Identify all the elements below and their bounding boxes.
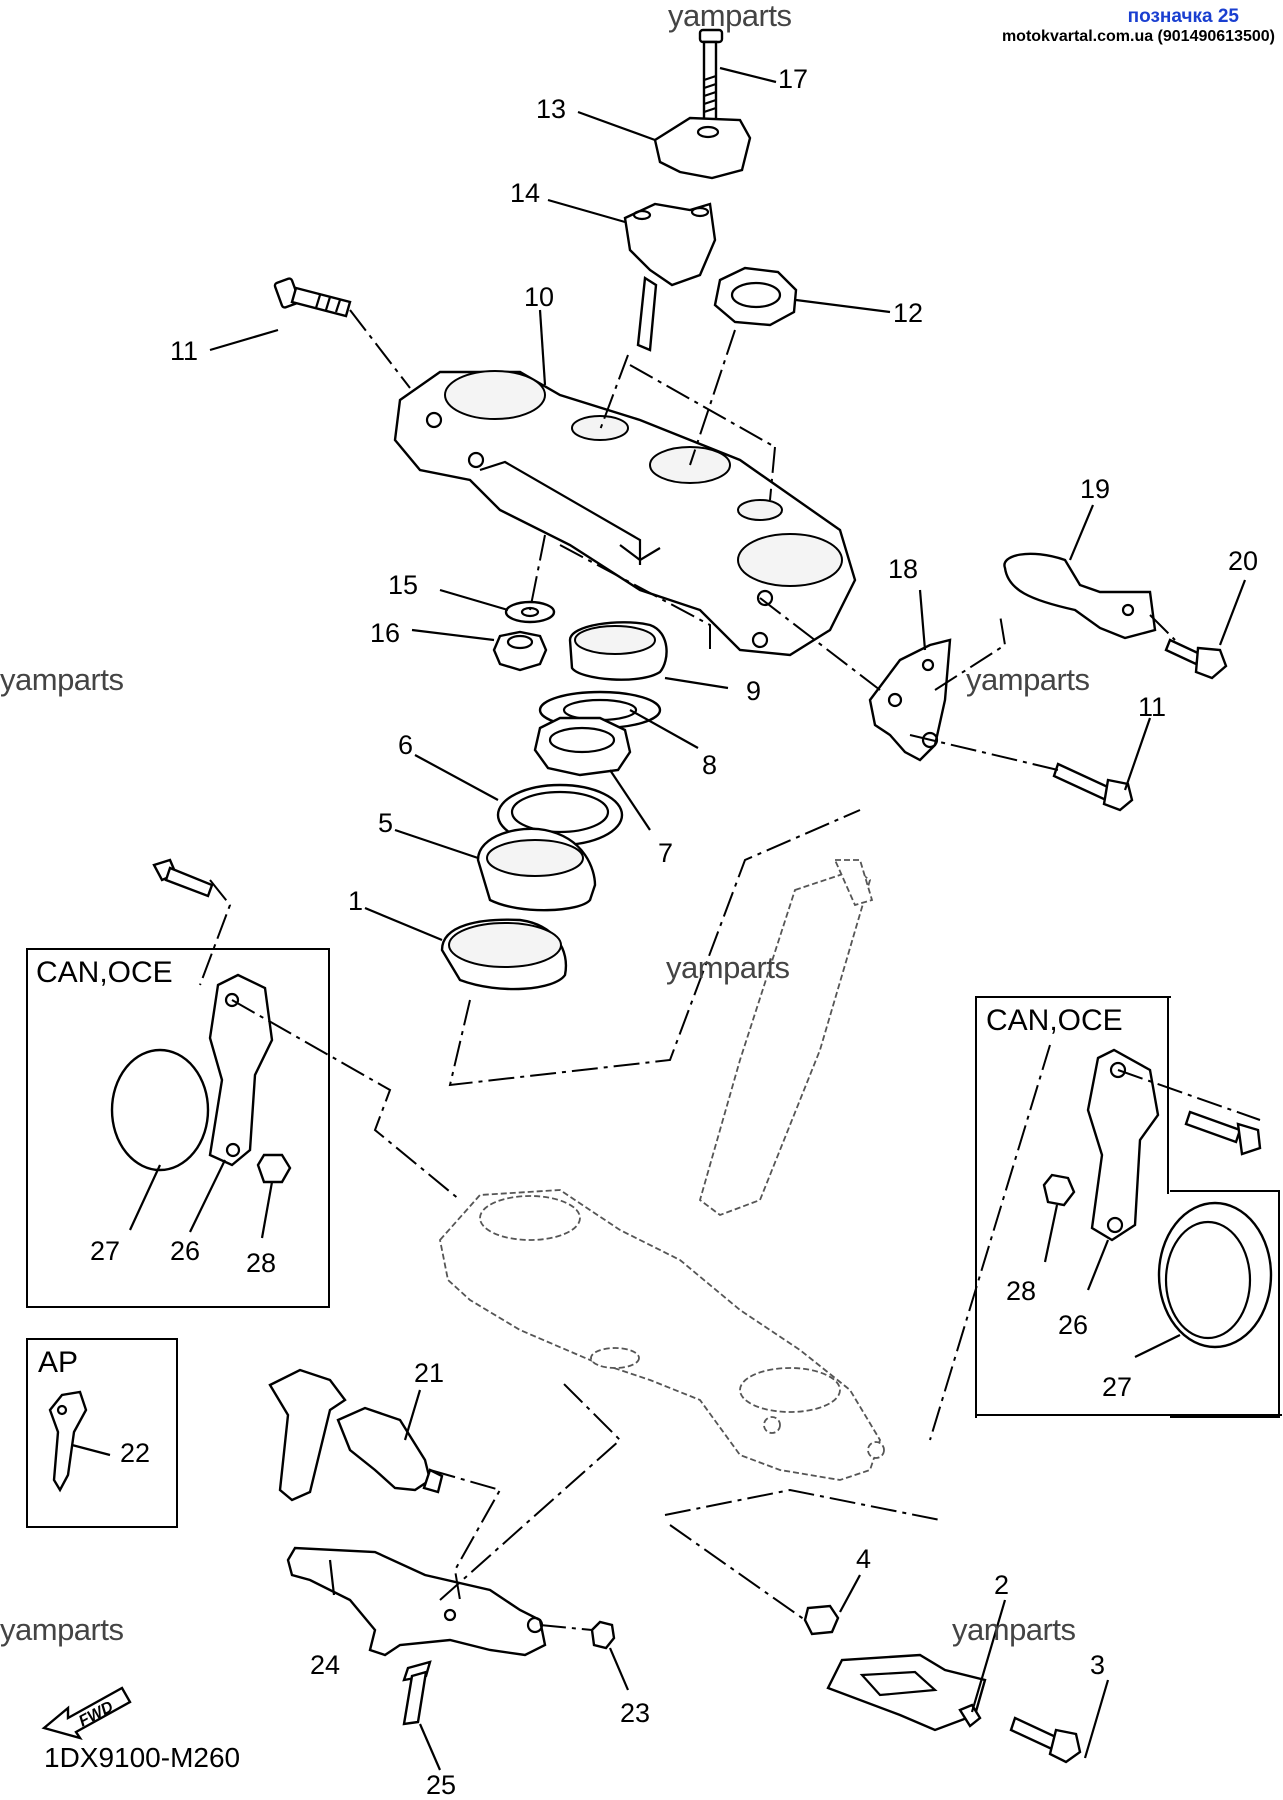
ring-9 bbox=[568, 621, 668, 681]
callout-9: 9 bbox=[746, 676, 762, 706]
key-22 bbox=[48, 1390, 88, 1493]
can-oce-right-box-lower bbox=[1170, 1190, 1280, 1418]
watermark: yamparts bbox=[952, 1612, 1076, 1647]
nut-16 bbox=[492, 630, 548, 672]
can-oce-right-label: CAN,OCE bbox=[986, 1004, 1123, 1037]
bolt-20 bbox=[1164, 638, 1228, 680]
header-label: позначка 25 bbox=[1127, 6, 1239, 27]
watermark: yamparts bbox=[666, 950, 790, 985]
callout-25: 25 bbox=[426, 1770, 457, 1800]
callout-13: 13 bbox=[536, 94, 567, 124]
race-1 bbox=[440, 918, 568, 991]
can-oce-right-box-bottom bbox=[975, 1414, 1282, 1416]
callout-1: 1 bbox=[348, 886, 364, 916]
callout-17: 17 bbox=[778, 64, 809, 94]
upper-handlebar-holder-13 bbox=[653, 116, 752, 180]
collar-4 bbox=[803, 1604, 840, 1636]
callout-11-upper: 11 bbox=[170, 336, 199, 366]
callout-10: 10 bbox=[524, 282, 555, 312]
ring-nut-7 bbox=[533, 716, 632, 777]
diagram-code: 1DX9100-M260 bbox=[44, 1742, 241, 1773]
callout-26-left: 26 bbox=[170, 1236, 201, 1266]
screw-23 bbox=[590, 1620, 616, 1650]
bracket-18 bbox=[868, 638, 952, 762]
washer-15 bbox=[504, 600, 556, 624]
callout-18: 18 bbox=[888, 554, 919, 584]
bolt-17 bbox=[698, 28, 724, 122]
screw-right bbox=[1184, 1110, 1262, 1156]
callout-12: 12 bbox=[893, 298, 924, 328]
callout-20: 20 bbox=[1228, 546, 1259, 576]
callout-2: 2 bbox=[994, 1570, 1010, 1600]
can-oce-left-label: CAN,OCE bbox=[36, 956, 173, 989]
leader-lines bbox=[71, 66, 1247, 1771]
callout-21: 21 bbox=[414, 1358, 445, 1388]
assembly-dashed-lines bbox=[199, 309, 1261, 1631]
header-site: motokvartal.com.ua (901490613500) bbox=[1001, 28, 1275, 45]
reflector-bracket-right-26 bbox=[1086, 1048, 1160, 1242]
nut-left-28 bbox=[256, 1153, 292, 1184]
callout-26-right: 26 bbox=[1058, 1310, 1089, 1340]
callout-15: 15 bbox=[388, 570, 419, 600]
reflector-right-27 bbox=[1157, 1201, 1273, 1349]
callout-24: 24 bbox=[310, 1650, 341, 1680]
clamp-19 bbox=[1003, 552, 1157, 640]
callout-4: 4 bbox=[856, 1544, 872, 1574]
fwd-arrow-icon: FWD bbox=[40, 1680, 136, 1745]
callout-27-left: 27 bbox=[90, 1236, 121, 1266]
callout-14: 14 bbox=[510, 178, 541, 208]
nut-right-28 bbox=[1042, 1173, 1076, 1207]
under-bracket-steering-stem bbox=[439, 859, 885, 1481]
reflector-left-27 bbox=[110, 1048, 210, 1172]
bracket-2 bbox=[826, 1653, 987, 1732]
callout-27-right: 27 bbox=[1102, 1372, 1133, 1402]
reflector-bracket-left-26 bbox=[208, 973, 274, 1167]
callout-28-right: 28 bbox=[1006, 1276, 1037, 1306]
lower-handlebar-holder-14 bbox=[623, 202, 717, 352]
watermark: yamparts bbox=[668, 0, 792, 33]
callout-16: 16 bbox=[370, 618, 401, 648]
callout-6: 6 bbox=[398, 730, 414, 760]
bracket-24 bbox=[286, 1546, 547, 1657]
ap-label: AP bbox=[38, 1346, 79, 1379]
callout-22: 22 bbox=[120, 1438, 151, 1468]
callout-11-right: 11 bbox=[1138, 692, 1167, 722]
callout-7: 7 bbox=[658, 838, 674, 868]
callout-23: 23 bbox=[620, 1698, 651, 1728]
watermark: yamparts bbox=[0, 1612, 124, 1647]
watermark: yamparts bbox=[0, 662, 124, 697]
callout-8: 8 bbox=[702, 750, 718, 780]
bearing-5 bbox=[476, 827, 597, 912]
can-oce-right-box-upper bbox=[975, 996, 1169, 1194]
callout-5: 5 bbox=[378, 808, 394, 838]
callout-3: 3 bbox=[1090, 1650, 1106, 1680]
can-oce-left-box bbox=[26, 948, 330, 1308]
bolt-11-upper bbox=[273, 277, 352, 318]
ap-box bbox=[26, 1338, 178, 1528]
bolt-11-right bbox=[1052, 762, 1134, 812]
callout-28-left: 28 bbox=[246, 1248, 277, 1278]
screw-25 bbox=[402, 1660, 432, 1726]
main-switch-21 bbox=[268, 1368, 444, 1502]
watermark: yamparts bbox=[966, 662, 1090, 697]
screw-left bbox=[152, 858, 214, 898]
steering-nut-12 bbox=[713, 266, 798, 327]
callout-19: 19 bbox=[1080, 474, 1111, 504]
upper-bracket-10 bbox=[393, 370, 857, 657]
bolt-3 bbox=[1009, 1716, 1082, 1764]
